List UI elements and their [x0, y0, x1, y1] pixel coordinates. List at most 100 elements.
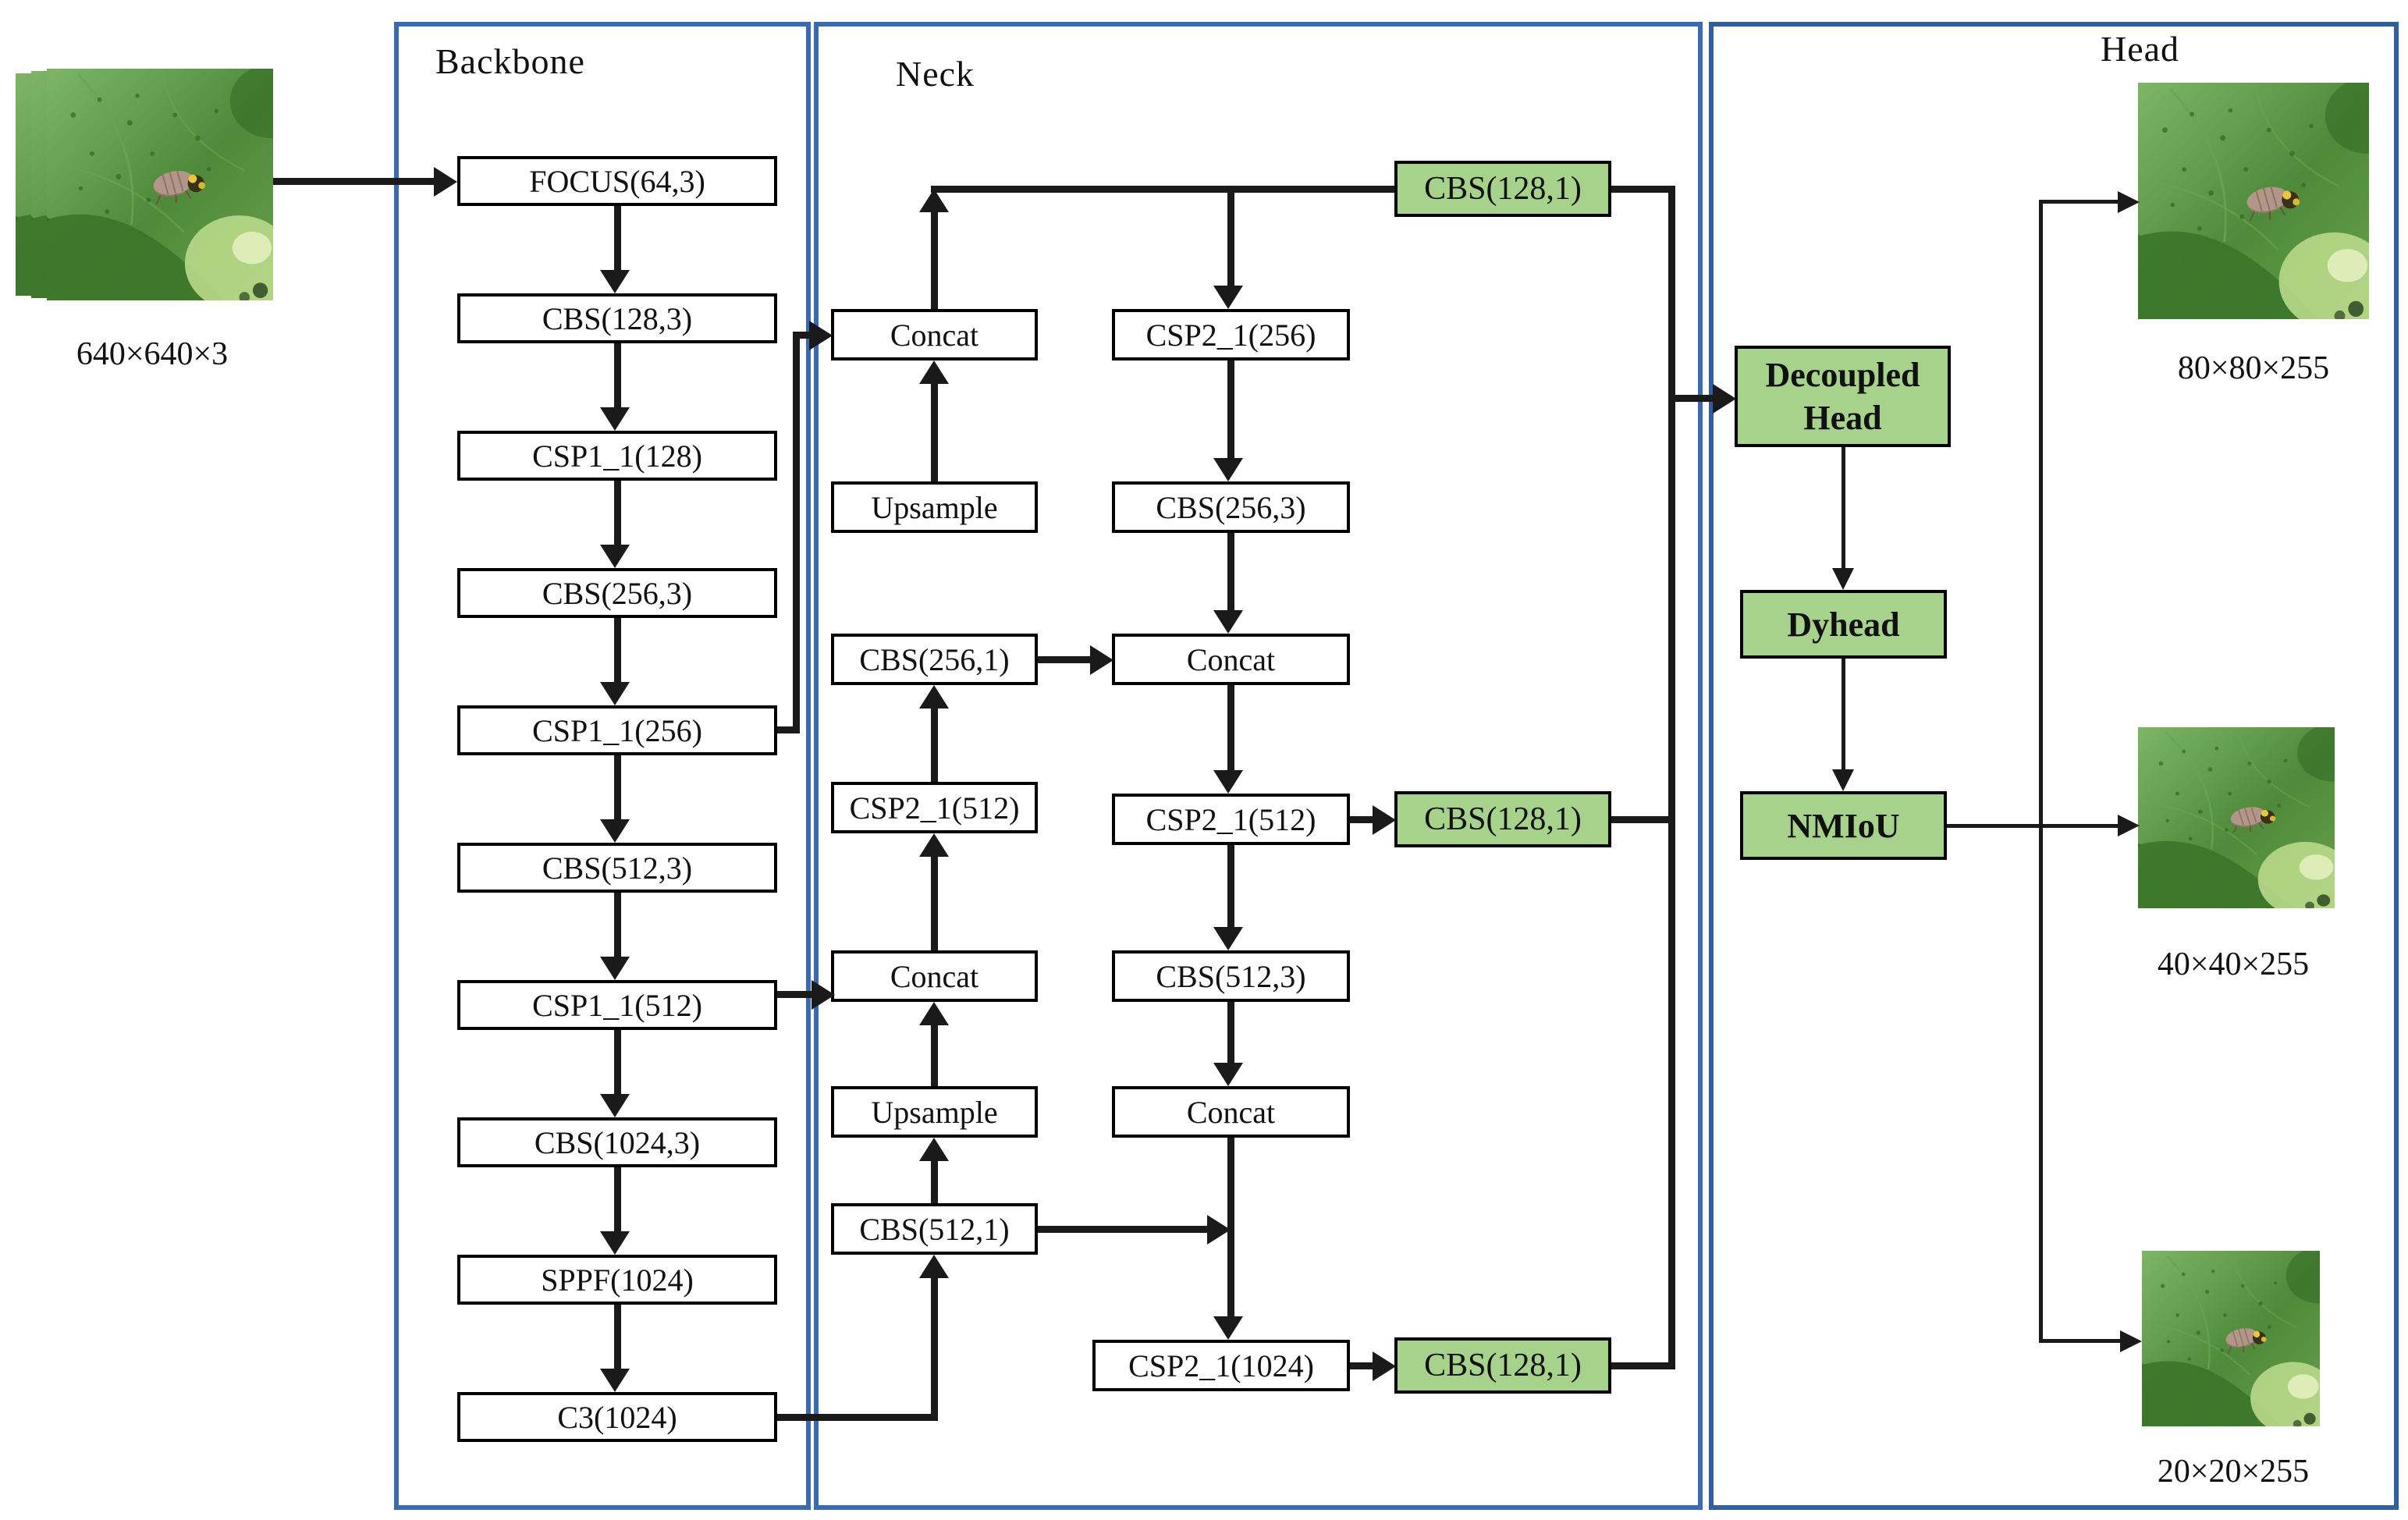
connector-arrowhead [1090, 645, 1113, 675]
connector-arrowhead [1213, 286, 1243, 309]
connector-line [1227, 533, 1234, 610]
node-focus: FOCUS(64,3) [457, 156, 777, 206]
node-cbs256-3-neck: CBS(256,3) [1112, 481, 1350, 533]
leaf-photo [2138, 727, 2335, 908]
node-concat-right-top: Concat [1112, 634, 1350, 685]
connector-arrowhead [434, 167, 457, 197]
node-cbs256-1: CBS(256,1) [831, 634, 1038, 685]
connector-line [1227, 189, 1234, 286]
connector-arrowhead [1213, 1316, 1243, 1340]
connector-arrowhead [1207, 1215, 1231, 1245]
connector-line [1668, 186, 1675, 1369]
connector-line [931, 384, 938, 481]
connector-line [614, 618, 621, 682]
connector-line [614, 1305, 621, 1369]
connector-line [1675, 395, 1713, 402]
connector-line [1227, 1002, 1234, 1063]
input-size-label: 640×640×3 [76, 336, 229, 372]
connector-arrowhead [2118, 191, 2140, 213]
connector-arrowhead [809, 321, 833, 350]
connector-line [1947, 824, 2118, 828]
output-size-label-p4: 40×40×255 [2157, 946, 2310, 982]
connector-arrowhead [600, 407, 630, 431]
connector-arrowhead [919, 685, 949, 709]
connector-line [777, 1414, 938, 1421]
feature-map-image-p5 [2142, 1251, 2320, 1426]
connector-arrowhead [1213, 770, 1243, 794]
connector-line [1611, 186, 1675, 193]
connector-arrowhead [1373, 1351, 1396, 1381]
node-csp1-512: CSP1_1(512) [457, 980, 777, 1030]
node-upsample-bottom: Upsample [831, 1086, 1038, 1138]
node-cbs1024-3: CBS(1024,3) [457, 1117, 777, 1167]
connector-arrowhead [1832, 769, 1854, 791]
connector-line [614, 343, 621, 407]
connector-arrowhead [919, 189, 949, 212]
node-sppf-1024: SPPF(1024) [457, 1255, 777, 1305]
connector-line [1038, 1226, 1207, 1233]
input-image [47, 69, 273, 300]
leaf-photo [2142, 1251, 2320, 1426]
connector-line [614, 481, 621, 545]
connector-arrowhead [600, 1369, 630, 1392]
node-cbs512-3-neck: CBS(512,3) [1112, 950, 1350, 1002]
node-nmiou: NMIoU [1740, 791, 1947, 860]
node-cbs256-3: CBS(256,3) [457, 568, 777, 618]
node-cbs128-1-p4: CBS(128,1) [1394, 791, 1611, 847]
connector-line [1038, 656, 1090, 663]
neck-section-label: Neck [896, 54, 975, 94]
connector-line [931, 857, 938, 950]
connector-arrowhead [600, 682, 630, 705]
connector-line [931, 1161, 938, 1203]
connector-arrowhead [812, 980, 835, 1010]
connector-line [777, 726, 800, 733]
connector-line [2039, 1339, 2120, 1343]
connector-line [793, 332, 800, 733]
node-csp2-256: CSP2_1(256) [1112, 309, 1350, 360]
connector-line [614, 1167, 621, 1231]
node-csp2-512-left: CSP2_1(512) [831, 782, 1038, 833]
input-image-stack [16, 69, 273, 300]
connector-arrowhead [600, 1231, 630, 1255]
node-concat-mid: Concat [831, 950, 1038, 1002]
node-csp1-128: CSP1_1(128) [457, 431, 777, 481]
connector-line [614, 893, 621, 957]
connector-line [1611, 1362, 1675, 1369]
backbone-section-label: Backbone [435, 41, 585, 81]
connector-line [1227, 1138, 1234, 1316]
connector-line [793, 332, 809, 339]
connector-arrowhead [600, 957, 630, 980]
connector-arrowhead [919, 1138, 949, 1161]
connector-arrowhead [2118, 815, 2140, 836]
backbone-section-border [394, 22, 811, 1510]
head-section-label: Head [2101, 29, 2180, 69]
connector-line [931, 186, 1394, 193]
connector-line [1227, 685, 1234, 770]
connector-line [777, 991, 812, 998]
node-concat-right-bottom: Concat [1112, 1086, 1350, 1138]
connector-line [614, 755, 621, 819]
connector-line [614, 1030, 621, 1094]
connector-line [273, 178, 434, 185]
output-size-label-p5: 20×20×255 [2157, 1454, 2310, 1490]
connector-line [1350, 816, 1373, 823]
connector-arrowhead [919, 1002, 949, 1025]
connector-line [614, 206, 621, 270]
connector-line [1842, 659, 1845, 769]
connector-line [931, 709, 938, 782]
connector-arrowhead [600, 270, 630, 293]
connector-line [1842, 447, 1845, 568]
connector-line [1350, 1362, 1373, 1369]
connector-line [2039, 200, 2043, 1342]
connector-line [931, 212, 938, 309]
node-decoupled-head: Decoupled Head [1735, 346, 1951, 447]
connector-arrowhead [919, 360, 949, 384]
connector-arrowhead [1713, 384, 1736, 414]
node-cbs128-1-p5: CBS(128,1) [1394, 1337, 1611, 1394]
connector-arrowhead [1213, 610, 1243, 634]
neck-section-border [814, 22, 1703, 1510]
node-csp2-512-right: CSP2_1(512) [1112, 794, 1350, 845]
node-csp1-256: CSP1_1(256) [457, 705, 777, 755]
connector-arrowhead [1213, 458, 1243, 481]
